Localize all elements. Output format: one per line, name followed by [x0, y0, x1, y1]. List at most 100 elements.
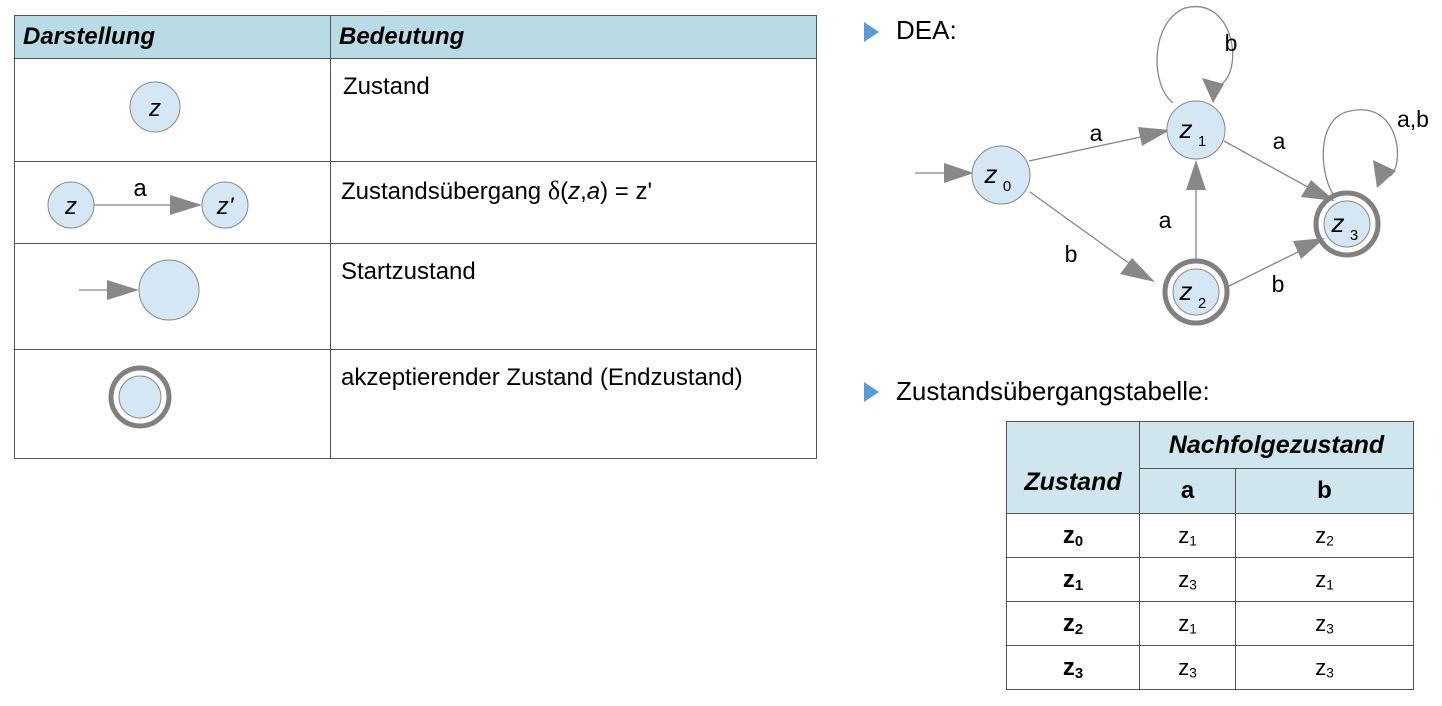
cell-b-sub: 2 [1326, 533, 1334, 549]
from-state-label: z [64, 193, 77, 220]
state-z3-label: z [1331, 208, 1345, 238]
table-row: z0 z1 z2 [1006, 513, 1414, 558]
edge-label-z2-z1: a [1159, 207, 1172, 233]
bullet-icon [864, 382, 879, 402]
legend-header-symbol: Darstellung [14, 15, 331, 59]
row-state: z1 [1006, 557, 1140, 602]
next-state-header: Nachfolgezustand [1139, 421, 1414, 469]
edge-label-z2-z3: b [1272, 271, 1285, 297]
edge-z1-z3-arrowhead [1301, 180, 1335, 201]
state-z1-circle [1166, 100, 1226, 160]
transition-edge-label: a [133, 175, 147, 202]
state-z1: z 1 [1166, 100, 1226, 160]
transition-table-symbol-row: a b [1007, 468, 1414, 514]
symbol-header-b: b [1235, 468, 1414, 514]
transition-arrowhead [170, 195, 202, 215]
formula-a: a [586, 178, 601, 205]
legend-symbol-cell: z [14, 58, 331, 162]
row-state-label: z [1062, 565, 1075, 593]
legend-row-accepting: akzeptierender Zustand (Endzustand) [14, 349, 817, 459]
state-z1-sub: 1 [1198, 133, 1206, 150]
state-z2: z 2 [1162, 258, 1230, 326]
cell-next-a: z3 [1139, 557, 1236, 602]
formula-rest: ) = z' [600, 178, 653, 205]
cell-a-sub: 3 [1189, 665, 1197, 681]
state-z1-label: z [1179, 114, 1193, 144]
table-row: z3 z3 z3 [1006, 645, 1414, 690]
legend-row-transition: z z' a Zustandsübergang δ(z,a) = z' [14, 161, 817, 244]
cell-next-b: z1 [1235, 557, 1414, 602]
legend-row-start: Startzustand [14, 243, 817, 350]
cell-b-label: z [1315, 654, 1327, 680]
cell-b-label: z [1315, 610, 1327, 636]
edge-z0-z2-arrowhead [1120, 258, 1155, 282]
symbol-header-a: a [1139, 468, 1236, 514]
state-z0-sub: 0 [1003, 178, 1011, 195]
state-column-header: Zustand [1006, 421, 1140, 514]
row-state-sub: 2 [1074, 621, 1084, 638]
legend-header-row: Darstellung Bedeutung [14, 15, 817, 59]
cell-b-label: z [1315, 566, 1327, 592]
edge-z3-z3 [1322, 109, 1399, 198]
to-state-label: z' [216, 193, 235, 220]
transition-table-header-row: Zustand Nachfolgezustand [1006, 421, 1414, 514]
cell-next-b: z2 [1235, 513, 1414, 558]
edge-z1-z3 [1223, 140, 1316, 192]
formula-z: z [568, 178, 581, 205]
cell-b-label: z [1315, 522, 1327, 548]
transition-table-heading: Zustandsübergangstabelle: [896, 376, 1210, 406]
state-z0-circle [971, 145, 1031, 205]
row-state-label: z [1062, 521, 1075, 549]
edge-z1-z1-arrowhead [1202, 78, 1224, 103]
cell-a-sub: 1 [1189, 621, 1197, 637]
legend-meaning-accepting: akzeptierender Zustand (Endzustand) [330, 349, 817, 459]
row-state-sub: 0 [1074, 533, 1084, 550]
accepting-outer-ring [108, 365, 172, 429]
state-label: z [148, 95, 161, 122]
state-z2-ring [1162, 258, 1230, 326]
state-z2-sub: 2 [1198, 295, 1206, 312]
table-row: z1 z3 z1 [1006, 557, 1414, 602]
state-z2-circle [1172, 268, 1220, 316]
from-state-circle [47, 181, 95, 229]
legend-symbol-cell [14, 243, 331, 350]
legend-meaning-transition: Zustandsübergang δ(z,a) = z' [330, 161, 817, 244]
cell-next-a: z1 [1139, 513, 1236, 558]
start-state-circle [138, 259, 200, 321]
cell-a-label: z [1178, 522, 1190, 548]
row-state-label: z [1062, 609, 1075, 637]
table-row: z2 z1 z3 [1006, 601, 1414, 646]
edge-label-z1-z3: a [1273, 128, 1286, 154]
cell-next-a: z1 [1139, 601, 1236, 646]
state-circle [129, 81, 181, 133]
cell-a-label: z [1178, 610, 1190, 636]
state-z3: z 3 [1313, 190, 1381, 258]
state-z0-label: z [984, 159, 998, 189]
row-state-sub: 3 [1074, 665, 1084, 682]
dea-diagram: z 0 z 1 z 2 z 3 a b b a a b a,b [915, 5, 1429, 326]
accepting-inner-circle [118, 375, 162, 419]
cell-next-a: z3 [1139, 645, 1236, 690]
edge-z2-z1-arrowhead [1186, 160, 1206, 190]
legend-row-state: z Zustand [14, 58, 817, 162]
cell-next-b: z3 [1235, 645, 1414, 690]
bullet-icon [864, 22, 879, 42]
row-state: z3 [1006, 645, 1140, 690]
edge-z1-z1 [1156, 5, 1234, 104]
cell-b-sub: 3 [1326, 621, 1334, 637]
legend-header-meaning: Bedeutung [330, 15, 817, 59]
delta-symbol: δ [547, 176, 561, 205]
edge-z0-z2 [1029, 191, 1138, 270]
legend-table: Darstellung Bedeutung z Zustand z [14, 15, 817, 459]
cell-b-sub: 1 [1326, 577, 1334, 593]
legend-symbol-cell: z z' a [14, 161, 331, 244]
state-symbol: z [129, 81, 181, 133]
legend-meaning-state: Zustand [330, 58, 817, 162]
accepting-state-symbol [108, 365, 172, 429]
row-state-label: z [1062, 653, 1075, 681]
cell-a-sub: 1 [1189, 533, 1197, 549]
edge-z2-z3 [1228, 248, 1305, 287]
cell-b-sub: 3 [1326, 665, 1334, 681]
edge-label-z1-z1: b [1225, 30, 1238, 56]
start-state-symbol [79, 259, 200, 321]
